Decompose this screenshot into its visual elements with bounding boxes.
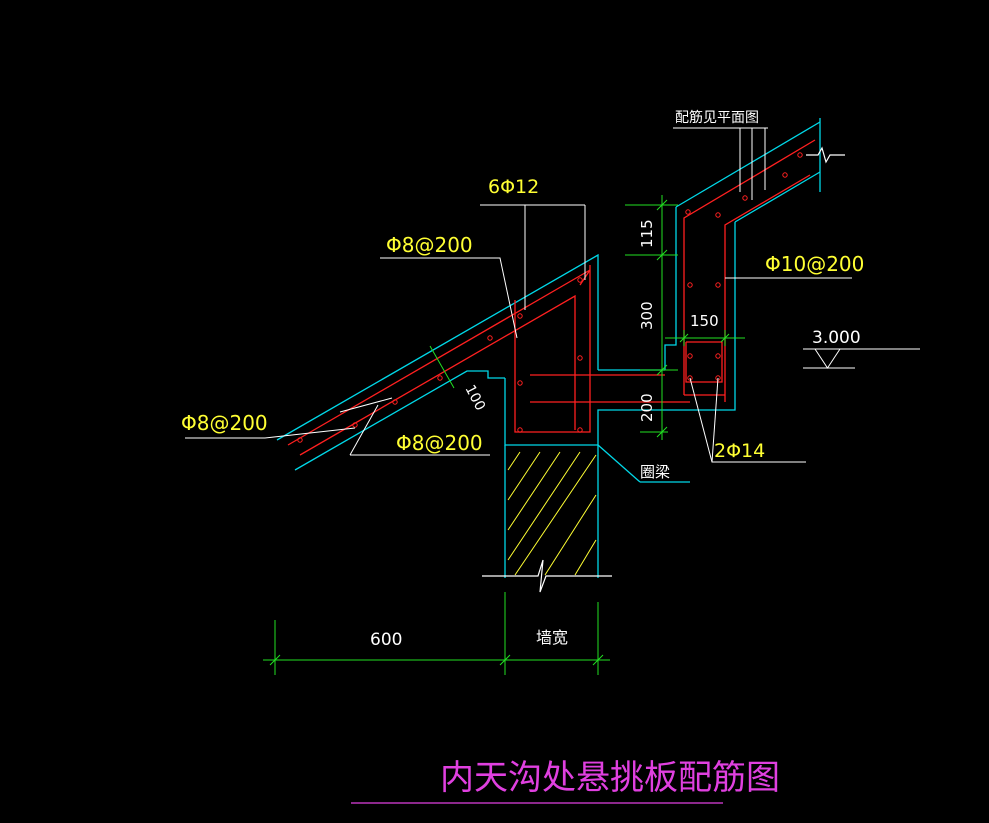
label-2phi14: 2Φ14 (714, 440, 765, 462)
concrete-outline (276, 118, 821, 578)
dimensions (263, 195, 745, 675)
slab-rebar-top (287, 269, 591, 446)
label-rebar-see-plan: 配筋见平面图 (675, 109, 759, 126)
label-elevation: 3.000 (812, 328, 861, 348)
roof-slab-top (675, 121, 821, 208)
label-phi8-200-left: Φ8@200 (181, 411, 268, 435)
dim-100: 100 (461, 382, 488, 413)
label-phi8-200-upper: Φ8@200 (386, 233, 473, 257)
rebar-dots (297, 152, 803, 443)
gutter-outline-outer (664, 207, 677, 370)
ring-beam-leader (597, 444, 641, 483)
leaders (185, 127, 920, 463)
dim-115: 115 (638, 219, 656, 248)
dim-200: 200 (638, 393, 656, 422)
label-ring-beam: 圈梁 (640, 463, 670, 481)
slab-rebar-bottom (299, 294, 576, 456)
label-wall-width: 墙宽 (536, 628, 568, 647)
rebar (287, 139, 816, 456)
label-phi8-200-lower: Φ8@200 (396, 431, 483, 455)
drawing-title: 内天沟处悬挑板配筋图 (440, 758, 780, 798)
gutter-rebar-inner (724, 174, 811, 402)
roof-slab-bottom (734, 171, 821, 223)
slab-break-line (806, 146, 845, 164)
gutter-stirrup (685, 341, 723, 383)
slab-outline-top (276, 253, 599, 441)
dim-300: 300 (638, 301, 656, 330)
label-6phi12: 6Φ12 (488, 176, 539, 198)
beam-stirrup (514, 265, 591, 433)
wall-hatch (507, 451, 597, 576)
wall-break-line (482, 559, 612, 593)
label-phi10-200: Φ10@200 (765, 252, 864, 276)
dim-600: 600 (370, 630, 402, 650)
slab-outline-bottom (294, 370, 505, 471)
gutter-outline-bottom (665, 222, 736, 411)
dim-150: 150 (690, 312, 719, 330)
